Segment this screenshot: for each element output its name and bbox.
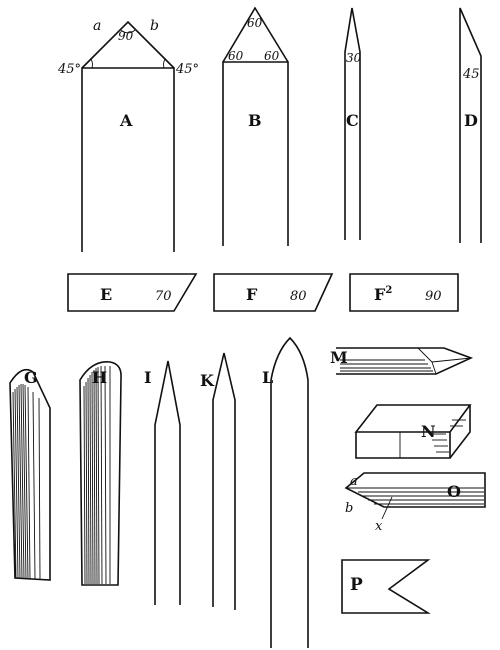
tool-c-label: C <box>346 111 359 130</box>
tool-o-letter-a: a <box>350 474 358 489</box>
tool-d: 45 D <box>459 7 482 243</box>
tool-l: L <box>262 336 309 648</box>
tool-d-outline <box>459 7 482 243</box>
bevel-f2-label-sup: 2 <box>385 285 392 296</box>
tool-g: G <box>9 368 51 581</box>
tool-m-label: M <box>330 348 348 367</box>
tool-c-angle: 30 <box>346 51 362 65</box>
tool-d-label: D <box>464 111 478 130</box>
tool-g-outline <box>9 368 51 581</box>
tool-n-front <box>355 432 451 459</box>
tool-a-side-a: a <box>93 18 101 34</box>
tool-i-label: I <box>144 368 151 387</box>
tool-l-outline <box>270 336 309 648</box>
tool-i-outline <box>154 360 181 605</box>
tool-l-label: L <box>262 368 273 387</box>
tool-a-left-arc <box>90 58 93 69</box>
bevel-f2-label-base: F <box>374 285 386 304</box>
tool-b-apex-angle: 60 <box>247 16 263 30</box>
tool-b-shank <box>222 61 289 246</box>
tool-b: 60 60 60 B <box>222 6 289 246</box>
tool-o: a b x O <box>344 472 486 534</box>
bevel-f-outline <box>213 273 334 312</box>
tool-h-label: H <box>92 368 107 387</box>
tool-o-hatching <box>358 491 484 505</box>
tool-b-point <box>222 6 289 63</box>
bevel-f2: F2 90 <box>349 273 459 312</box>
tool-k: K <box>200 352 236 610</box>
tool-o-letter-b: b <box>345 501 353 516</box>
tool-n: N <box>354 404 472 459</box>
tool-a-right-angle: 45° <box>175 62 199 77</box>
tool-a-side-b: b <box>150 18 159 34</box>
bevel-e: E 70 <box>67 273 198 312</box>
tool-m: M <box>330 347 474 375</box>
tool-a: 90 45° 45° a b A <box>57 18 199 252</box>
tool-o-label: O <box>447 482 461 501</box>
tool-m-facet <box>417 347 472 375</box>
tool-p: P <box>341 559 431 614</box>
tool-o-outline <box>344 472 486 508</box>
tool-k-label: K <box>200 371 215 390</box>
tool-c: 30 C <box>344 7 362 240</box>
tool-a-right-arc <box>163 58 166 69</box>
tool-a-apex-arc <box>120 29 136 34</box>
tool-i: I <box>144 360 181 605</box>
tool-k-outline <box>212 352 236 610</box>
bevel-e-angle: 70 <box>155 289 172 304</box>
tool-o-letter-x: x <box>375 519 383 534</box>
tool-a-point <box>81 20 175 69</box>
tool-h-hatching <box>83 365 111 585</box>
tool-b-left-angle: 60 <box>228 49 244 63</box>
bevel-f2-angle: 90 <box>425 289 442 304</box>
tool-n-stipple <box>430 419 466 453</box>
bevel-f: F 80 <box>213 273 334 312</box>
tool-d-angle: 45 <box>462 67 480 82</box>
tool-n-side <box>449 405 471 459</box>
tool-a-left-angle: 45° <box>57 62 81 77</box>
tool-n-top <box>354 404 472 433</box>
tool-a-label: A <box>119 111 133 130</box>
tool-c-outline <box>344 7 361 240</box>
tool-p-label: P <box>350 575 363 595</box>
tool-h-outline <box>79 361 122 586</box>
bevel-f-label: F <box>246 285 258 304</box>
tool-b-label: B <box>248 111 262 130</box>
tool-a-shank <box>81 67 175 252</box>
tool-p-outline <box>341 559 431 614</box>
tool-g-label: G <box>24 368 38 387</box>
tool-m-hatching <box>340 359 433 372</box>
bevel-e-label: E <box>100 285 112 304</box>
tool-n-label: N <box>421 422 436 441</box>
bevel-e-outline <box>67 273 198 312</box>
tool-b-right-angle: 60 <box>264 49 280 63</box>
tool-a-apex-angle: 90 <box>118 29 134 43</box>
tool-h: H <box>79 361 122 586</box>
tool-m-outline <box>336 347 474 375</box>
tool-o-leader <box>381 496 393 520</box>
bevel-f-angle: 80 <box>290 289 307 304</box>
tool-g-hatching <box>12 383 41 580</box>
bevel-f2-label: F2 <box>374 285 392 304</box>
bevel-f2-outline <box>349 273 459 312</box>
